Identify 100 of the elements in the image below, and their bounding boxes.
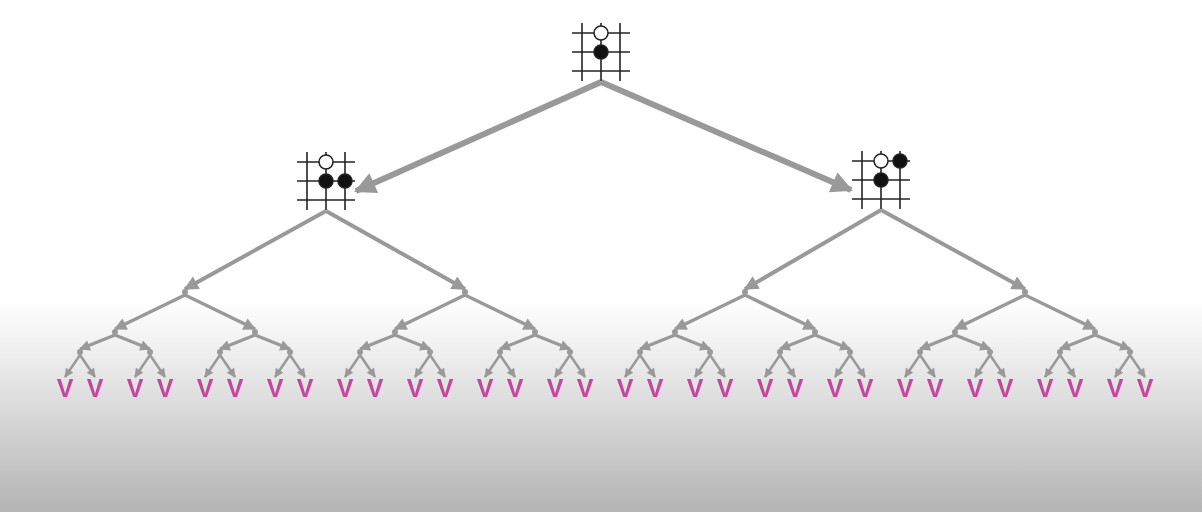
branch-point bbox=[952, 329, 958, 335]
leaf-value-label: V bbox=[854, 377, 876, 399]
branch-point bbox=[1092, 329, 1098, 335]
go-board-drawing bbox=[296, 151, 356, 211]
arrow bbox=[343, 354, 362, 378]
arrow bbox=[498, 354, 517, 378]
arrow bbox=[393, 293, 466, 331]
arrow bbox=[413, 354, 432, 378]
branch-point bbox=[287, 349, 293, 355]
arrow bbox=[499, 333, 536, 351]
arrow bbox=[288, 354, 307, 378]
branch-point bbox=[1022, 289, 1028, 295]
arrow bbox=[114, 333, 151, 351]
arrow bbox=[880, 208, 1027, 291]
arrow bbox=[763, 354, 782, 378]
branch-point bbox=[77, 349, 83, 355]
leaf-value-label: V bbox=[964, 377, 986, 399]
leaf-value-label: V bbox=[364, 377, 386, 399]
arrow bbox=[954, 333, 991, 351]
arrow bbox=[814, 333, 851, 351]
arrow bbox=[273, 354, 292, 378]
arrow bbox=[1043, 354, 1062, 378]
arrow bbox=[708, 354, 727, 378]
go-board-drawing bbox=[851, 150, 911, 210]
leaf-value-label: V bbox=[224, 377, 246, 399]
branch-point bbox=[252, 329, 258, 335]
arrow bbox=[1128, 354, 1147, 378]
leaf-value-label: V bbox=[894, 377, 916, 399]
arrow bbox=[599, 79, 853, 193]
arrow bbox=[254, 333, 291, 351]
leaf-value-label: V bbox=[1134, 377, 1156, 399]
arrow bbox=[918, 354, 937, 378]
arrow bbox=[673, 293, 746, 331]
branch-point bbox=[1057, 349, 1063, 355]
arrow bbox=[778, 354, 797, 378]
arrow bbox=[113, 293, 186, 331]
branch-point bbox=[987, 349, 993, 355]
arrow bbox=[1113, 354, 1132, 378]
arrow bbox=[63, 354, 82, 378]
arrow bbox=[693, 354, 712, 378]
arrow bbox=[953, 293, 1026, 331]
branch-point bbox=[742, 289, 748, 295]
arrow bbox=[848, 354, 867, 378]
branch-point bbox=[1127, 349, 1133, 355]
leaf-value-label: V bbox=[1034, 377, 1056, 399]
branch-point bbox=[777, 349, 783, 355]
arrow bbox=[148, 354, 167, 378]
leaf-value-label: V bbox=[84, 377, 106, 399]
leaf-value-label: V bbox=[294, 377, 316, 399]
arrow bbox=[218, 354, 237, 378]
leaf-value-label: V bbox=[1064, 377, 1086, 399]
arrow bbox=[779, 333, 816, 351]
branch-point bbox=[427, 349, 433, 355]
branch-point bbox=[182, 289, 188, 295]
arrow bbox=[78, 354, 97, 378]
branch-point bbox=[112, 329, 118, 335]
arrow bbox=[1094, 333, 1131, 351]
leaf-value-label: V bbox=[614, 377, 636, 399]
arrow bbox=[973, 354, 992, 378]
leaf-value-label: V bbox=[154, 377, 176, 399]
leaf-value-label: V bbox=[924, 377, 946, 399]
arrow bbox=[1024, 293, 1097, 331]
leaf-value-label: V bbox=[404, 377, 426, 399]
branch-point bbox=[637, 349, 643, 355]
leaf-value-label: V bbox=[684, 377, 706, 399]
arrow bbox=[394, 333, 431, 351]
branch-point bbox=[497, 349, 503, 355]
leaf-value-label: V bbox=[334, 377, 356, 399]
branch-point bbox=[567, 349, 573, 355]
leaf-value-label: V bbox=[754, 377, 776, 399]
branch-point bbox=[847, 349, 853, 355]
arrow bbox=[744, 293, 817, 331]
branch-point bbox=[217, 349, 223, 355]
arrow bbox=[133, 354, 152, 378]
arrow bbox=[79, 333, 116, 351]
arrow bbox=[358, 354, 377, 378]
arrow bbox=[184, 293, 257, 331]
arrow bbox=[203, 354, 222, 378]
branch-point bbox=[707, 349, 713, 355]
arrow bbox=[354, 79, 603, 194]
leaf-value-label: V bbox=[474, 377, 496, 399]
leaf-value-label: V bbox=[434, 377, 456, 399]
arrow bbox=[743, 208, 882, 291]
arrow bbox=[568, 354, 587, 378]
arrow bbox=[553, 354, 572, 378]
leaf-value-label: V bbox=[714, 377, 736, 399]
arrow bbox=[903, 354, 922, 378]
leaf-value-label: V bbox=[824, 377, 846, 399]
branch-point bbox=[147, 349, 153, 355]
arrow bbox=[623, 354, 642, 378]
arrow bbox=[1059, 333, 1096, 351]
leaf-value-label: V bbox=[994, 377, 1016, 399]
arrow bbox=[325, 209, 467, 291]
arrow bbox=[219, 333, 256, 351]
branch-point bbox=[462, 289, 468, 295]
branch-point bbox=[812, 329, 818, 335]
leaf-value-label: V bbox=[54, 377, 76, 399]
leaf-value-label: V bbox=[544, 377, 566, 399]
arrow bbox=[428, 354, 447, 378]
arrow bbox=[483, 354, 502, 378]
